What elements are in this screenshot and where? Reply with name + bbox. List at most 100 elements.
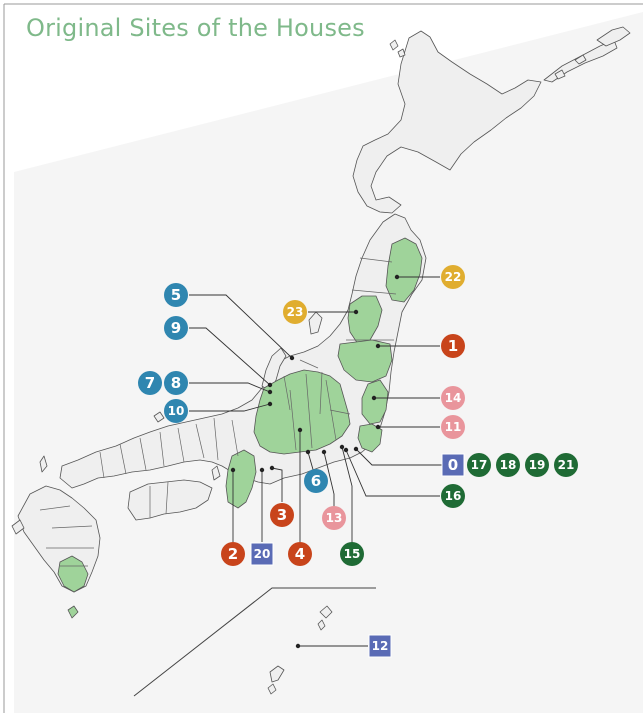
marker-label: 0 [448, 456, 458, 474]
site-dot [305, 449, 311, 455]
marker-9: 9 [164, 316, 188, 340]
map-title: Original Sites of the Houses [26, 14, 365, 42]
marker-17: 18 [496, 453, 520, 477]
marker-label: 11 [445, 420, 462, 434]
boundary-central [289, 373, 351, 451]
marker-badge [554, 453, 578, 477]
leader-lines [189, 276, 442, 647]
marker-badge [270, 503, 294, 527]
marker-badge [164, 316, 188, 340]
marker-badge [340, 542, 364, 566]
marker-label: 4 [295, 545, 305, 563]
sado-island [308, 311, 323, 335]
marker-19: 16 [441, 484, 465, 508]
marker-badge [441, 265, 465, 289]
region-fukushima [337, 339, 393, 383]
marker-badge [250, 542, 274, 566]
region-ibaraki [361, 379, 389, 425]
marker-12: 12 [368, 634, 392, 658]
hokkaido [352, 30, 542, 214]
site-dot [267, 389, 273, 395]
marker-label: 14 [445, 391, 462, 405]
site-dot [353, 446, 359, 452]
marker-label: 10 [168, 404, 185, 418]
marker-badge [164, 399, 188, 423]
marker-label: 9 [171, 319, 181, 337]
marker-badge [368, 634, 392, 658]
marker-10: 10 [164, 399, 188, 423]
marker-label: 16 [445, 489, 462, 503]
marker-label: 7 [145, 374, 155, 392]
boundary-hokuriku [283, 359, 323, 415]
kuril-island-3 [554, 69, 566, 80]
boundary-shikoku [149, 481, 169, 518]
marker-badge [288, 542, 312, 566]
site-dot [353, 309, 359, 315]
site-dot [375, 343, 381, 349]
marker-badge [322, 506, 346, 530]
marker-label: 13 [326, 511, 343, 525]
site-dot [267, 401, 273, 407]
marker-label: 6 [311, 472, 321, 490]
marker-badge [467, 453, 491, 477]
marker-label: 17 [471, 458, 488, 472]
site-dot [269, 465, 275, 471]
marker-badge [441, 386, 465, 410]
marker-badge [164, 371, 188, 395]
marker-2: 2 [221, 542, 245, 566]
leader-5 [189, 294, 293, 359]
marker-badge [283, 300, 307, 324]
marker-label: 18 [500, 458, 517, 472]
inset-separator [133, 587, 376, 697]
site-dot [259, 467, 265, 473]
marker-badge [441, 453, 465, 477]
region-yamagata [347, 295, 383, 345]
island-chain-4 [267, 683, 277, 695]
marker-1: 1 [441, 334, 465, 358]
marker-18: 19 [525, 453, 549, 477]
marker-15: 15 [340, 542, 364, 566]
island-rishiri [397, 48, 406, 58]
marker-7: 7 [138, 371, 162, 395]
marker-label: 1 [448, 337, 458, 355]
leader-9 [189, 327, 271, 386]
site-dot [295, 643, 301, 649]
marker-layer: 5 9 7 8 10 23 [138, 265, 578, 658]
region-iwate [385, 237, 423, 303]
island-chain-1 [319, 605, 333, 619]
marker-11: 11 [441, 415, 465, 439]
region-kii [225, 449, 257, 509]
goto-island [11, 519, 25, 535]
leader-13 [323, 451, 335, 508]
marker-badge [525, 453, 549, 477]
oki-island [153, 411, 165, 423]
boundary-tohoku [346, 257, 397, 341]
kuril-island-2 [574, 54, 587, 65]
tsushima-island [39, 455, 48, 473]
boundary-kyushu [39, 505, 94, 567]
marker-14: 14 [441, 386, 465, 410]
marker-label: 8 [171, 374, 181, 392]
marker-badge [441, 484, 465, 508]
marker-3: 3 [270, 503, 294, 527]
marker-badge [496, 453, 520, 477]
marker-badge [138, 371, 162, 395]
boundary-kinki [177, 417, 239, 463]
leader-0 [355, 448, 442, 466]
island-rebun [389, 39, 399, 51]
marker-badge [304, 469, 328, 493]
marker-label: 22 [445, 270, 462, 284]
marker-20: 20 [250, 542, 274, 566]
marker-label: 12 [372, 639, 389, 653]
boundary-chugoku [99, 431, 165, 479]
leader-10 [189, 403, 271, 412]
leader-15 [341, 446, 353, 543]
site-dot [289, 355, 295, 361]
marker-badge [221, 542, 245, 566]
marker-21: 21 [554, 453, 578, 477]
marker-5: 5 [164, 283, 188, 307]
marker-badge [441, 334, 465, 358]
site-dot [375, 424, 381, 430]
